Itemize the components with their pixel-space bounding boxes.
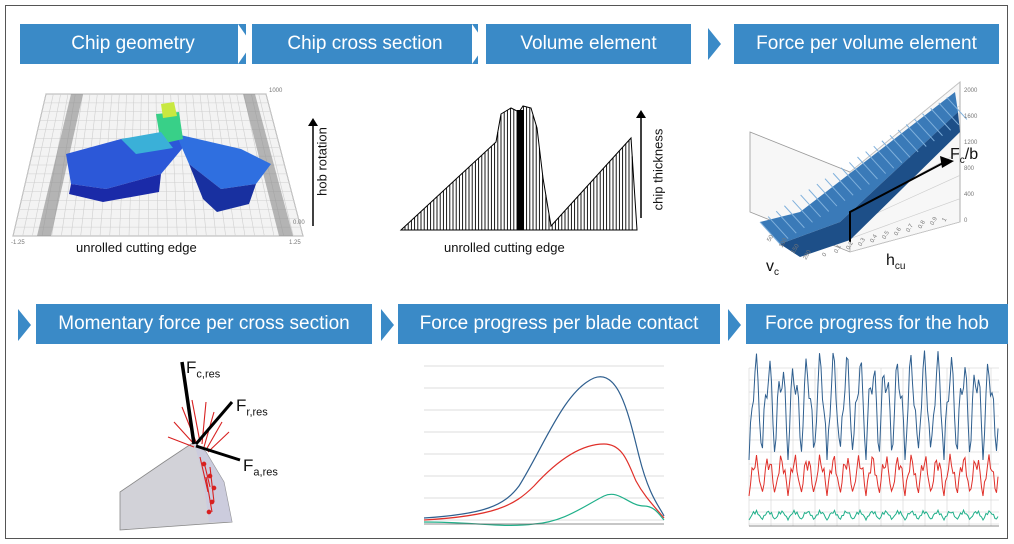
tab-chip-geometry: Chip geometry: [20, 24, 246, 64]
x-tick-label: 0.6: [894, 226, 904, 237]
y-tick-label: 200: [803, 249, 814, 261]
force-a-label: Fa,res: [243, 456, 278, 479]
tab-momentary-force: Momentary force per cross section: [36, 304, 372, 344]
x-tick-label: 0.3: [858, 237, 868, 248]
force-c-label: Fc,res: [186, 358, 221, 381]
force-point: [209, 499, 215, 505]
volume-element-plot: [399, 105, 638, 231]
tab-label: Momentary force per cross section: [58, 313, 350, 334]
separator-arrow: [472, 24, 486, 64]
x-axis-label: unrolled cutting edge: [444, 240, 565, 255]
x-tick-label: 0.5: [882, 230, 892, 241]
tab-force-progress-hob: Force progress for the hob: [746, 304, 1008, 344]
z-tick-label: 800: [964, 166, 975, 172]
tab-label: Force progress for the hob: [765, 313, 989, 334]
y-axis-arrow: [636, 110, 646, 218]
arrow-icon: [18, 309, 31, 341]
arrow-icon: [728, 309, 741, 341]
y-tick-label: 100: [779, 237, 790, 249]
tab-label: Chip geometry: [71, 33, 195, 54]
y-axis-arrow: [308, 118, 318, 226]
x-tick-label: 0.8: [918, 219, 928, 230]
tab-volume-element: Volume element: [486, 24, 691, 64]
tab-force-per-volume: Force per volume element: [734, 24, 999, 64]
tab-label: Chip cross section: [287, 33, 443, 54]
arrow-icon: [708, 28, 721, 60]
separator-arrow: [238, 24, 252, 64]
z-tick-label: 0: [964, 218, 968, 224]
x-tick-label: 0.2: [846, 240, 856, 251]
force-r-label: Fr,res: [236, 396, 268, 419]
y-axis-label: hob rotation: [314, 127, 330, 196]
tab-label: Force per volume element: [756, 33, 977, 54]
y-tick-label: 50: [767, 234, 776, 243]
y-axis-label: vc: [766, 258, 779, 279]
force-point: [206, 509, 212, 515]
z-axis-label: Fc/b: [950, 146, 979, 167]
arrow-icon: [381, 309, 394, 341]
momentary-force-diagram: [119, 361, 241, 531]
svg-text:1.25: 1.25: [289, 240, 301, 246]
x-tick-label: 0.7: [906, 223, 916, 234]
figure-frame: Chip geometry Chip cross section Volume …: [5, 5, 1008, 539]
x-tick-label: 0.4: [870, 233, 880, 244]
z-tick-label: 2000: [964, 88, 978, 94]
y-tick-label: 150: [791, 243, 802, 255]
tab-force-progress-blade: Force progress per blade contact: [398, 304, 720, 344]
x-tick-label: 0: [822, 252, 829, 258]
force-point: [207, 473, 213, 479]
hob-force-plot: [748, 350, 999, 527]
z-tick-label: 400: [964, 192, 975, 198]
x-tick-label: 0.9: [930, 216, 940, 227]
x-axis-label: hcu: [886, 252, 906, 273]
tab-chip-cross-section: Chip cross section: [252, 24, 478, 64]
svg-text:0.00: 0.00: [293, 220, 305, 226]
chip-geometry-plot: 1000 0.00 -1.25 1.25: [11, 88, 305, 246]
svg-text:1000: 1000: [269, 88, 283, 94]
x-tick-label: 1: [942, 217, 949, 223]
svg-text:-1.25: -1.25: [11, 240, 25, 246]
tab-label: Force progress per blade contact: [419, 313, 699, 334]
y-axis-label: chip thickness: [650, 128, 666, 211]
x-axis-label: unrolled cutting edge: [76, 240, 197, 255]
blade-contact-plot: [423, 365, 665, 526]
z-tick-label: 1600: [964, 114, 978, 120]
z-tick-label: 1200: [964, 140, 978, 146]
x-tick-label: 0.1: [834, 244, 844, 255]
force-point: [201, 461, 207, 467]
force-point: [211, 485, 217, 491]
tab-label: Volume element: [520, 33, 657, 54]
